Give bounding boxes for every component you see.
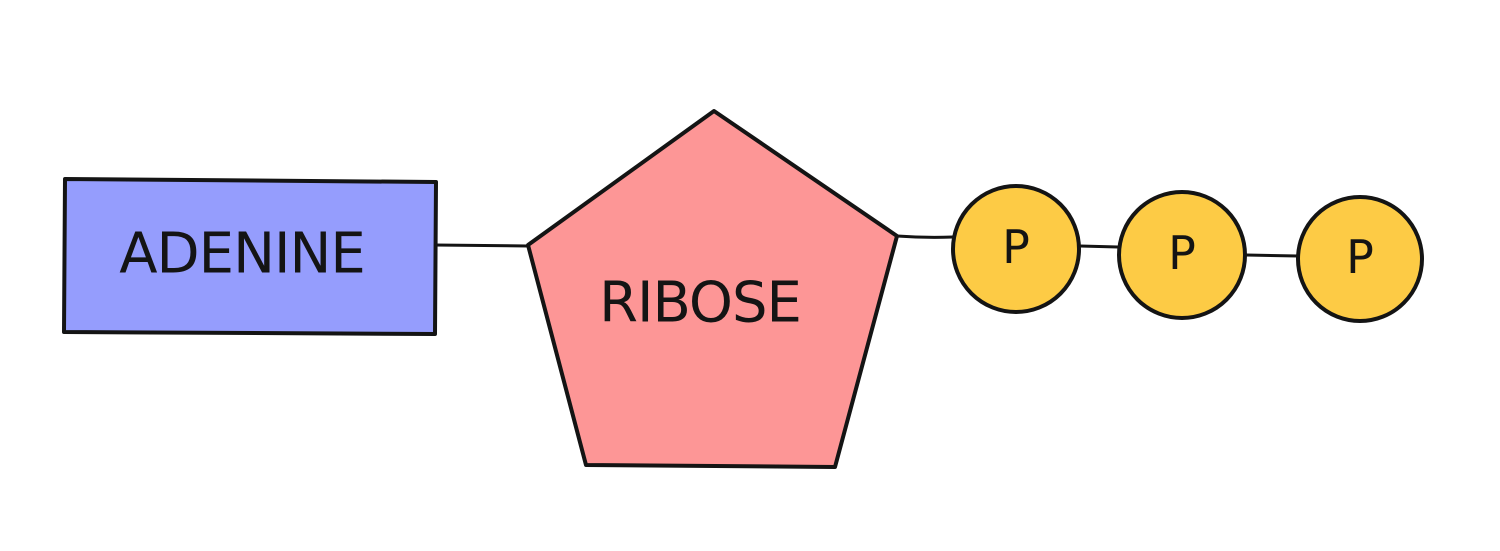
phosphate-group-1: P	[951, 184, 1081, 314]
phosphate-label-3: P	[1346, 230, 1374, 284]
ribose-sugar: RIBOSE	[526, 109, 899, 469]
phosphate-bond-2	[1244, 253, 1300, 258]
adenine-base: ADENINE	[62, 177, 438, 336]
phosphate-circle-1	[951, 184, 1081, 314]
phosphate-group-3: P	[1296, 195, 1424, 323]
phosphate-circle-2	[1117, 190, 1247, 320]
adenine-label: ADENINE	[119, 222, 365, 287]
phosphate-label-2: P	[1168, 226, 1196, 280]
phosphate-label-1: P	[1002, 220, 1030, 274]
phosphate-circle-3	[1296, 195, 1424, 323]
adenine-ribose-bond	[432, 243, 530, 248]
ribose-label: RIBOSE	[599, 271, 801, 336]
phosphate-bond-1	[1078, 244, 1120, 249]
adenine-box	[62, 177, 438, 336]
phosphate-group-2: P	[1117, 190, 1247, 320]
ribose-phosphate-bond	[895, 234, 955, 239]
ribose-pentagon	[526, 109, 899, 469]
